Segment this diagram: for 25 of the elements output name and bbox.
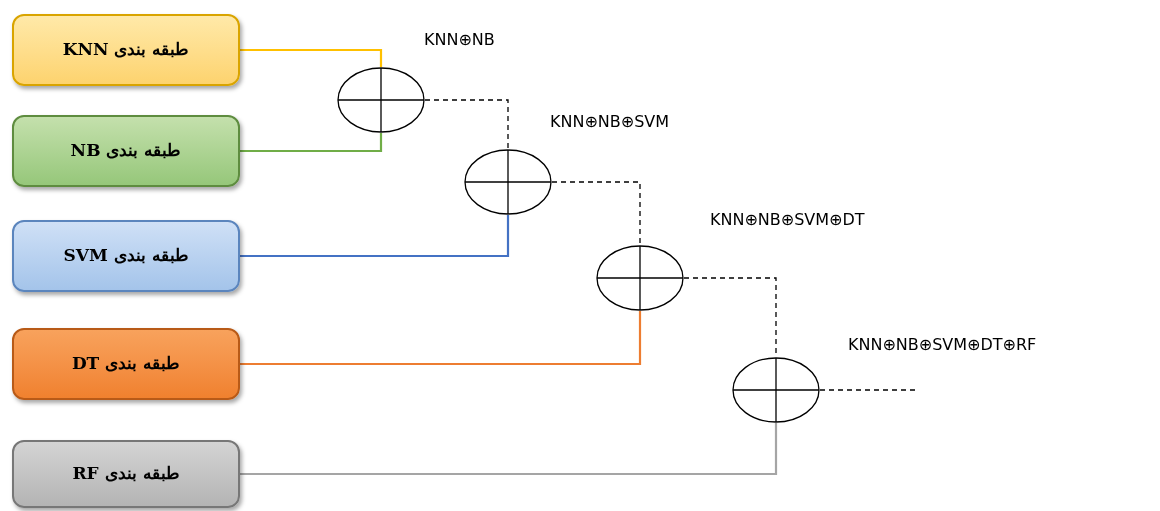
connector-line — [240, 423, 778, 476]
classifier-label: طبقه بندی SVM — [63, 244, 189, 268]
classifier-label: طبقه بندی RF — [72, 462, 180, 486]
summation-circle — [337, 67, 425, 133]
dashed-connector — [551, 181, 641, 246]
connector-line — [240, 215, 510, 258]
classifier-box — [12, 14, 240, 86]
classifier-label: طبقه بندی KNN — [62, 38, 190, 62]
connector-line — [240, 133, 383, 153]
combination-label: KNN⊕NB⊕SVM⊕DT — [710, 209, 865, 231]
classifier-box — [12, 328, 240, 400]
summation-circle — [596, 245, 684, 311]
combination-label: KNN⊕NB⊕SVM⊕DT⊕RF — [848, 334, 1037, 356]
summation-circle — [464, 149, 552, 215]
combination-label: KNN⊕NB — [424, 29, 495, 51]
classifier-box — [12, 220, 240, 292]
summation-circle — [732, 357, 820, 423]
classifier-box — [12, 115, 240, 187]
classifier-box — [12, 440, 240, 508]
classifier-label: طبقه بندی DT — [71, 352, 181, 376]
dashed-connector — [424, 99, 509, 150]
connector-line — [240, 48, 383, 67]
combination-label: KNN⊕NB⊕SVM — [550, 111, 670, 133]
connector-line — [240, 311, 642, 366]
classifier-label: طبقه بندی NB — [70, 139, 182, 163]
